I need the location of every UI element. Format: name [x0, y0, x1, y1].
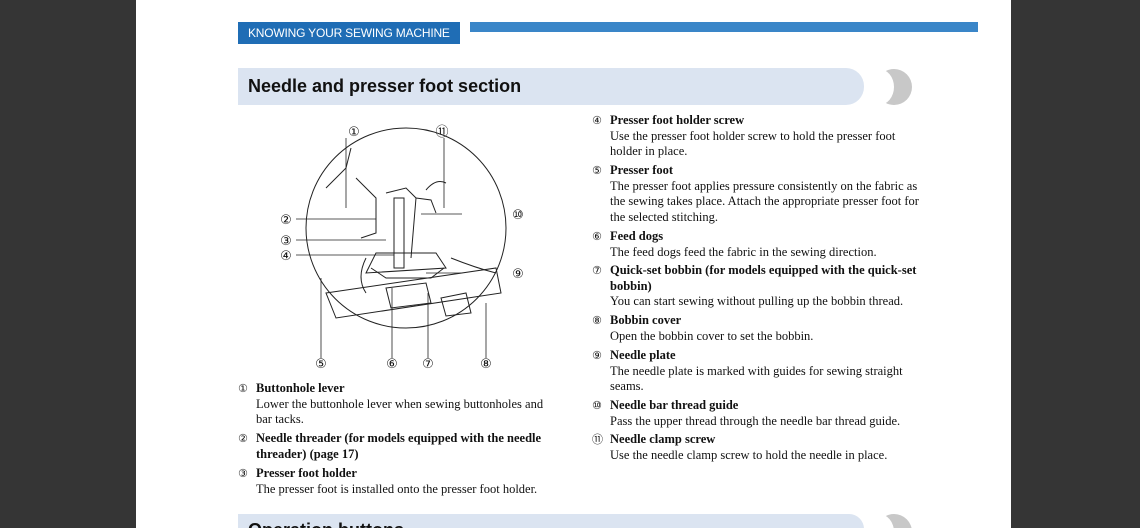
list-item: ② Needle threader (for models equipped w…	[238, 431, 542, 461]
needle-area-diagram: ① ⑪ ② ③ ④ ⑩ ⑨ ⑤ ⑥ ⑦ ⑧	[280, 125, 524, 372]
list-item: ⑤ Presser foot The presser foot applies …	[592, 163, 919, 224]
list-item: ⑦ Quick-set bobbin (for models equipped …	[592, 263, 917, 308]
list-item: ⑩ Needle bar thread guide Pass the upper…	[592, 398, 901, 428]
callout-8: ⑧	[480, 357, 492, 372]
callout-5: ⑤	[315, 357, 327, 372]
list-item: ⑨ Needle plate The needle plate is marke…	[592, 348, 903, 393]
callout-3: ③	[280, 234, 292, 249]
callout-4: ④	[280, 249, 292, 264]
list-item: ⑪ Needle clamp screw Use the needle clam…	[592, 432, 888, 462]
callout-1: ①	[348, 125, 360, 140]
callout-10: ⑩	[512, 208, 524, 223]
section-banner: Needle and presser foot section	[238, 68, 864, 105]
callout-7: ⑦	[422, 357, 434, 372]
chapter-title: KNOWING YOUR SEWING MACHINE	[238, 22, 460, 44]
next-section-banner: Operation buttons	[238, 514, 864, 528]
callout-2: ②	[280, 213, 292, 228]
list-item: ⑧ Bobbin cover Open the bobbin cover to …	[592, 313, 814, 343]
callout-11: ⑪	[435, 125, 448, 140]
viewer-left-margin	[0, 0, 136, 528]
list-item: ③ Presser foot holder The presser foot i…	[238, 466, 538, 496]
next-section-title: Operation buttons	[248, 520, 404, 528]
document-page: KNOWING YOUR SEWING MACHINE Needle and p…	[136, 0, 1011, 528]
callout-6: ⑥	[386, 357, 398, 372]
viewer-right-margin	[1011, 0, 1140, 528]
list-item: ⑥ Feed dogs The feed dogs feed the fabri…	[592, 229, 877, 259]
list-item: ① Buttonhole lever Lower the buttonhole …	[238, 381, 544, 426]
callout-9: ⑨	[512, 267, 524, 282]
section-title: Needle and presser foot section	[248, 76, 522, 96]
chapter-header: KNOWING YOUR SEWING MACHINE	[238, 22, 978, 44]
list-item: ④ Presser foot holder screw Use the pres…	[592, 113, 896, 158]
